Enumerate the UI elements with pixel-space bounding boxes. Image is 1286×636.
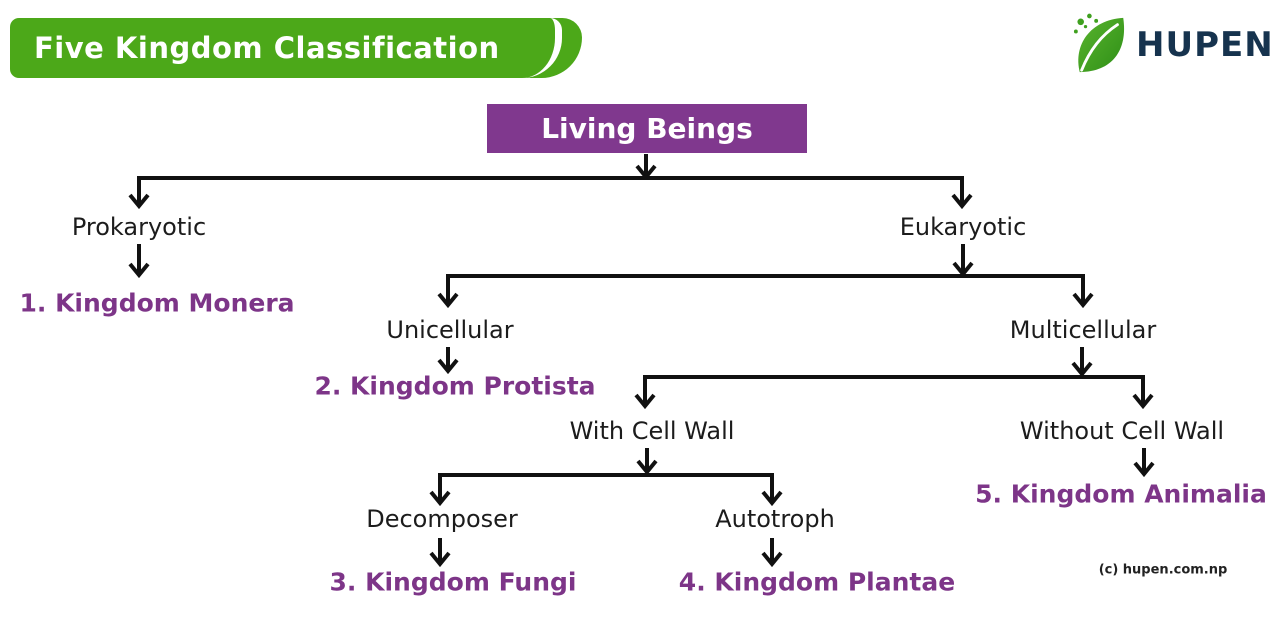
kingdom-plantae: 4. Kingdom Plantae [678,567,956,597]
brand-logo: HUPEN [1072,10,1274,80]
title-banner: Five Kingdom Classification [10,18,562,78]
brand-name: HUPEN [1136,25,1274,65]
root-node-label: Living Beings [541,112,753,145]
kingdom-monera: 1. Kingdom Monera [19,288,295,318]
root-node-living-beings: Living Beings [487,104,807,153]
kingdom-protista: 2. Kingdom Protista [314,371,596,401]
page-title: Five Kingdom Classification [34,31,500,65]
node-eukaryotic: Eukaryotic [899,213,1027,241]
node-multicellular: Multicellular [1009,316,1157,344]
node-autotroph: Autotroph [715,505,835,533]
node-unicellular: Unicellular [386,316,514,344]
node-decomposer: Decomposer [366,505,518,533]
kingdom-fungi: 3. Kingdom Fungi [329,567,577,597]
node-with-cell-wall: With Cell Wall [569,417,735,445]
kingdom-animalia: 5. Kingdom Animalia [975,479,1267,509]
leaf-icon [1073,13,1125,73]
node-prokaryotic: Prokaryotic [71,213,207,241]
node-without-cell-wall: Without Cell Wall [1019,417,1225,445]
copyright-credit: (c) hupen.com.np [1098,562,1228,578]
